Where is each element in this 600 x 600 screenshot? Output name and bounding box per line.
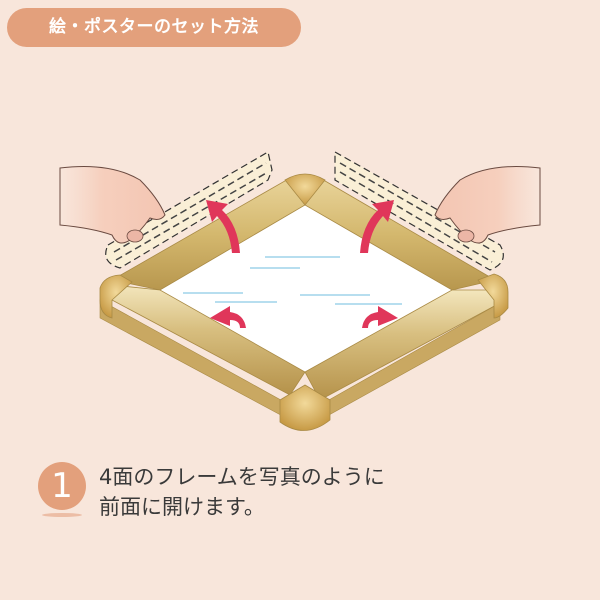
step-number-badge: 1 xyxy=(38,462,86,510)
frame-corner-bottom xyxy=(279,384,331,431)
step-instruction: 4面のフレームを写真のように 前面に開けます。 xyxy=(99,462,385,522)
opened-flap-left xyxy=(105,151,273,269)
instruction-line-2: 前面に開けます。 xyxy=(99,495,265,519)
instruction-line-1: 4面のフレームを写真のように xyxy=(99,465,385,489)
open-arrows xyxy=(206,200,398,328)
frame-corner-right xyxy=(477,273,509,319)
glass-reflection-lines xyxy=(183,256,402,305)
right-hand xyxy=(434,166,541,244)
poster-glass xyxy=(160,205,452,372)
left-hand xyxy=(59,166,166,244)
step-number: 1 xyxy=(51,466,73,506)
frame-corner-top xyxy=(284,173,326,206)
section-title: 絵・ポスターのセット方法 xyxy=(49,17,259,37)
section-title-banner: 絵・ポスターのセット方法 xyxy=(7,8,301,47)
frame-corner-left xyxy=(99,274,133,319)
frame-opening-illustration xyxy=(59,150,541,431)
step-badge-shadow xyxy=(42,513,82,517)
